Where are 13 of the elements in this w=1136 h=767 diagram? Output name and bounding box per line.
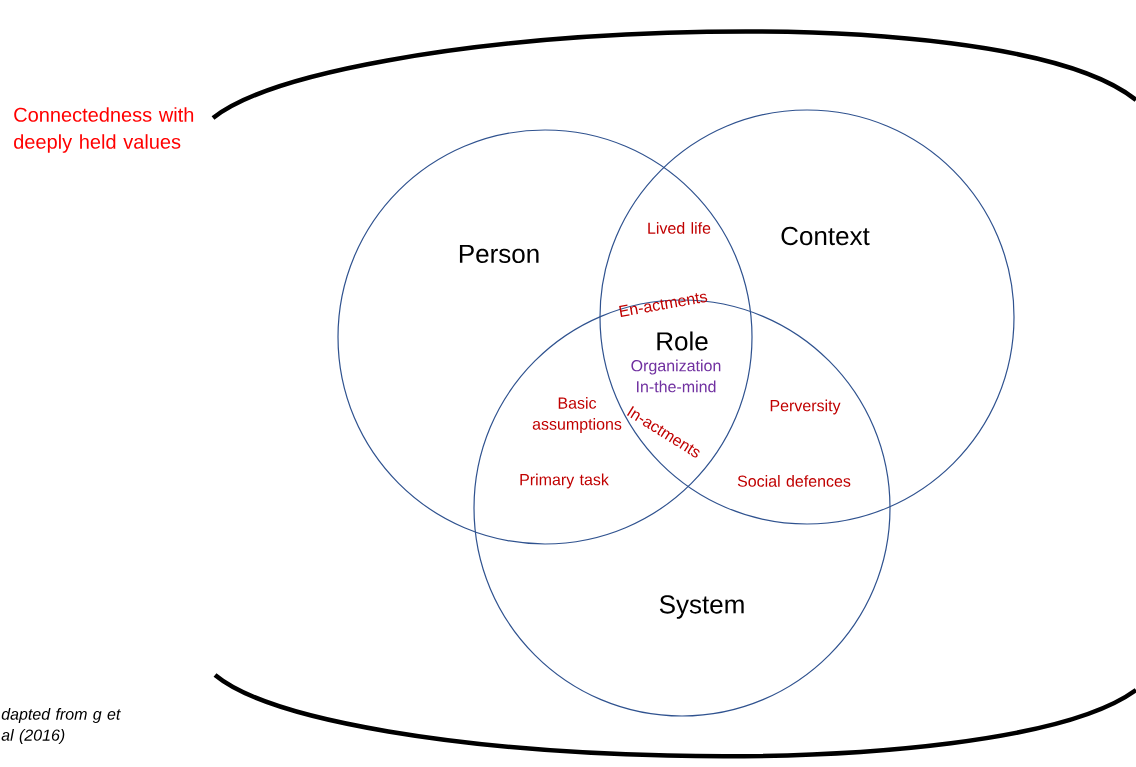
text-label: Connectedness with deeply held values [14, 107, 194, 153]
text-label: Lived life [648, 222, 711, 234]
text-label: Perversity [770, 399, 841, 415]
text-label: Basic assumptions [532, 397, 622, 433]
text-label: Primary task [520, 473, 609, 489]
text-label: En-actments [619, 293, 708, 317]
text-label: Role [657, 331, 708, 351]
text-label: Social defences [737, 475, 851, 487]
text-label: dapted from g et al (2016) [1, 708, 121, 744]
circle-label: System [659, 595, 744, 619]
text-label: Organization In-the-mind [631, 359, 721, 393]
circle-label: Person [459, 244, 539, 264]
circle-label: Context [781, 226, 870, 246]
